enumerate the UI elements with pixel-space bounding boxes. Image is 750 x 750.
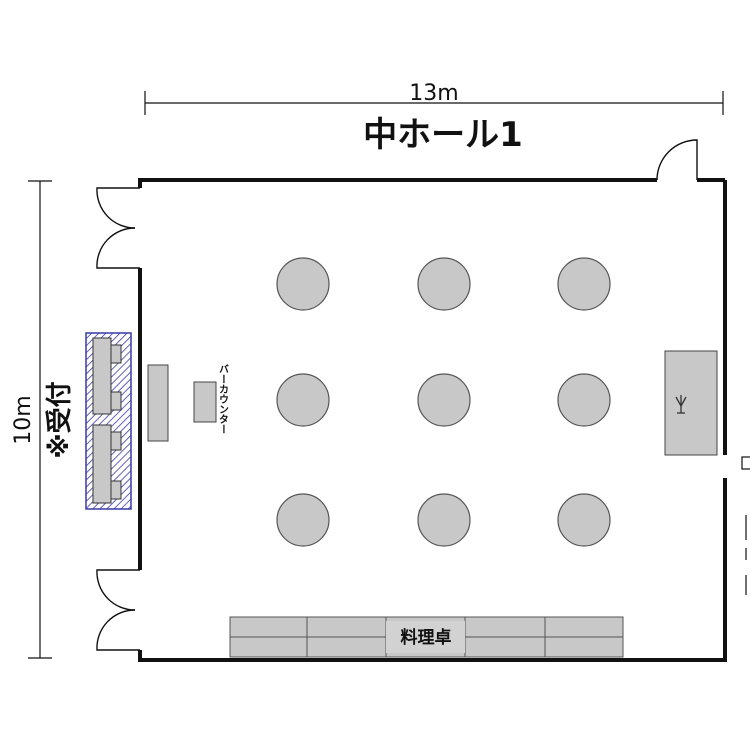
door-bottom-left bbox=[96, 569, 140, 651]
round-table bbox=[417, 257, 471, 311]
round-table bbox=[557, 257, 611, 311]
buffet-tables bbox=[229, 616, 624, 658]
walls bbox=[138, 178, 727, 662]
round-table bbox=[276, 493, 330, 547]
height-label: 10m bbox=[11, 395, 36, 444]
round-table bbox=[276, 257, 330, 311]
round-table bbox=[557, 493, 611, 547]
width-dimension: 13m bbox=[144, 81, 724, 115]
bar-counter-label: バーカウンター bbox=[217, 364, 229, 434]
door-top-right bbox=[656, 139, 698, 181]
round-tables bbox=[276, 257, 611, 547]
hall-title: 中ホール1 bbox=[363, 115, 523, 155]
round-table bbox=[276, 373, 330, 427]
bar-counter: バーカウンター bbox=[193, 364, 229, 434]
microphone-icon bbox=[675, 395, 687, 414]
buffet-label: 料理卓 bbox=[401, 627, 452, 648]
height-dimension: 10m bbox=[11, 180, 52, 659]
reception-text: ※受付 bbox=[44, 381, 75, 458]
width-label: 13m bbox=[409, 81, 458, 106]
adjacent-room-edge bbox=[741, 456, 750, 595]
door-top-left bbox=[96, 187, 140, 269]
round-table bbox=[557, 373, 611, 427]
side-table bbox=[147, 364, 169, 442]
round-table bbox=[417, 493, 471, 547]
reception-label: ※受付 bbox=[44, 381, 75, 458]
reception-desks bbox=[85, 332, 132, 510]
round-table bbox=[417, 373, 471, 427]
stage bbox=[664, 350, 718, 456]
